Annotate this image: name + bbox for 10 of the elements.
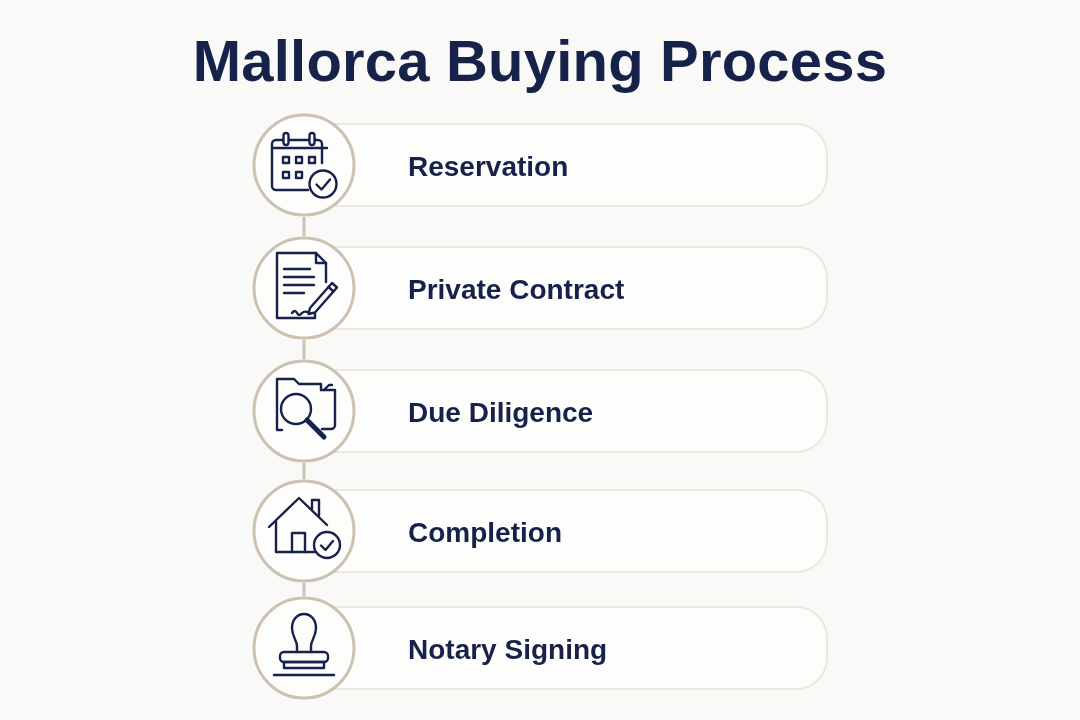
step-label: Completion	[408, 516, 562, 549]
step-label: Private Contract	[408, 273, 625, 306]
step-label: Due Diligence	[408, 396, 594, 429]
step-label: Reservation	[408, 150, 569, 183]
connector-line	[302, 217, 306, 236]
diagram-title: Mallorca Buying Process	[192, 27, 888, 95]
step-label: Notary Signing	[408, 633, 608, 666]
connector-line	[302, 340, 306, 359]
connector-line	[302, 463, 306, 479]
connector-line	[302, 583, 306, 596]
